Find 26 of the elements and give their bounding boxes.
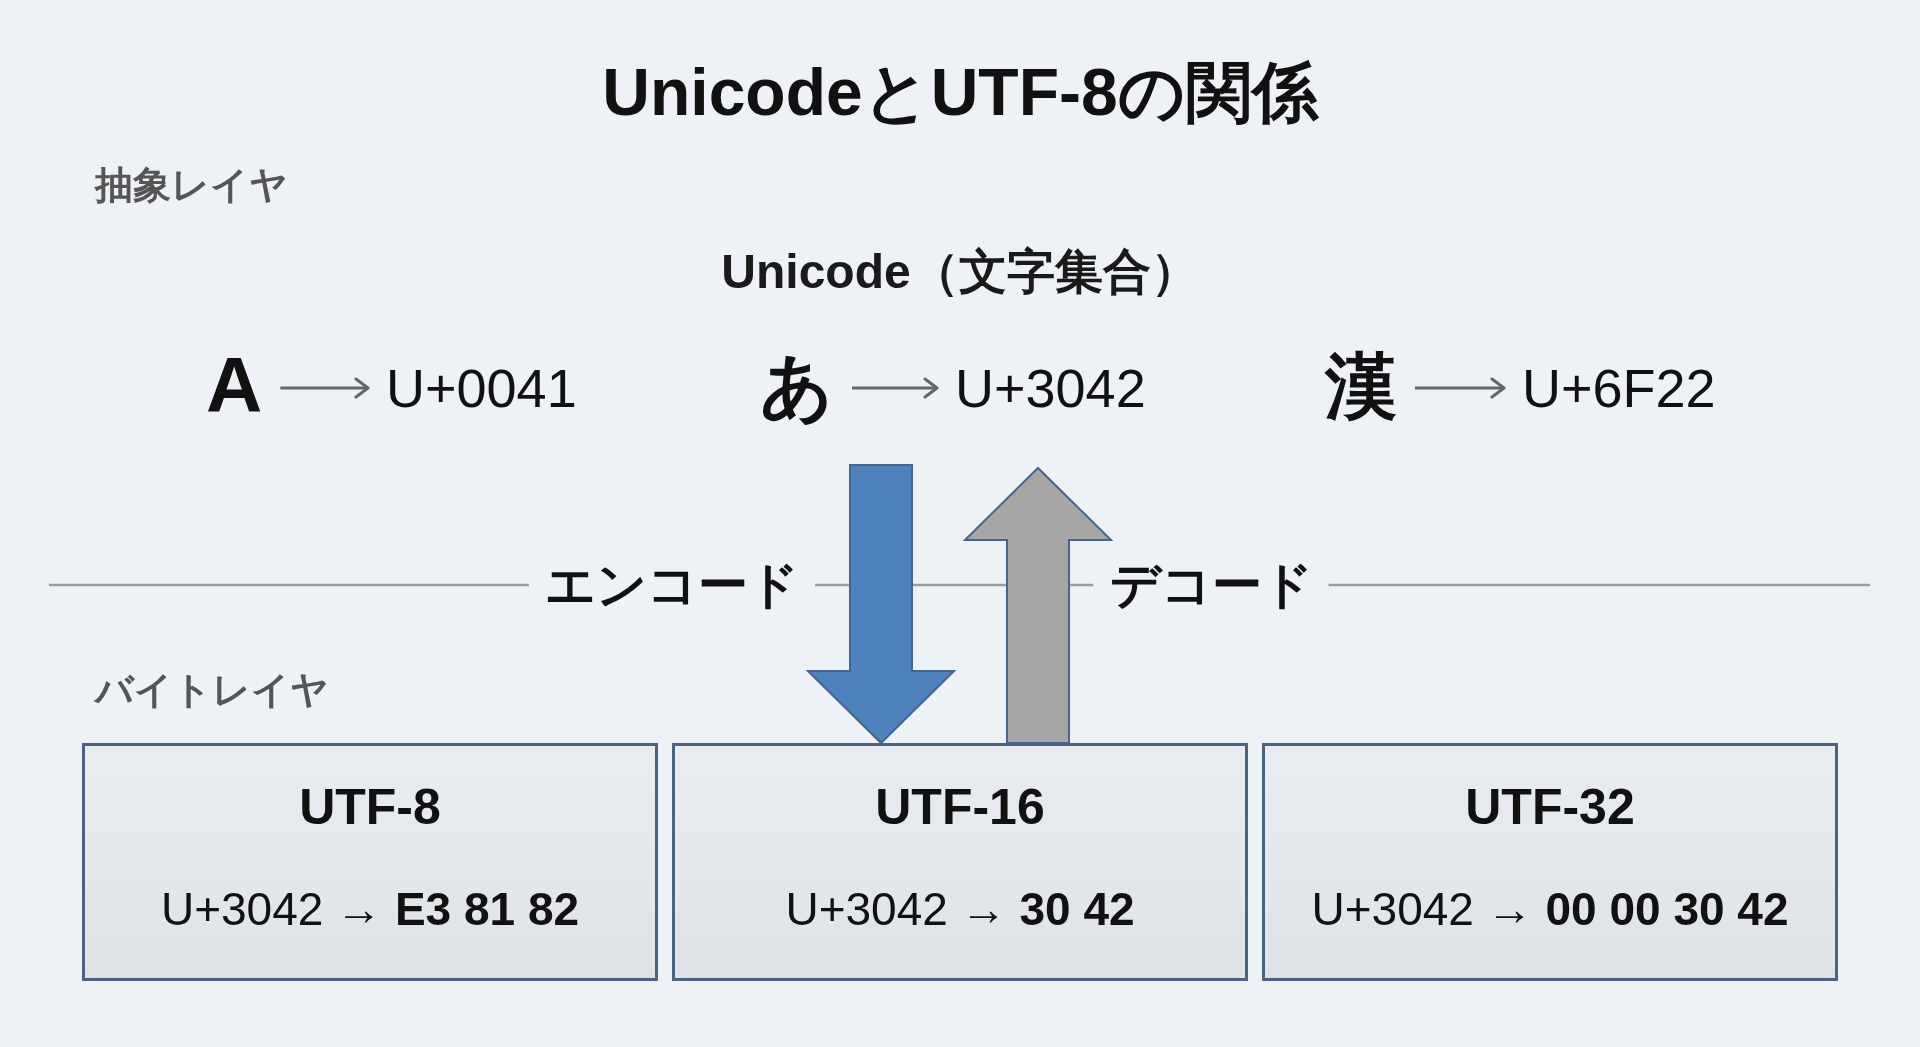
arrow <box>1415 377 1506 399</box>
encoding-name: UTF-8 <box>299 779 441 835</box>
edge-label: デコード <box>1109 557 1313 613</box>
encoding-name: UTF-16 <box>875 779 1045 835</box>
section-heading: Unicode（文字集合） <box>721 245 1199 299</box>
byte-mapping-text: U+3042 → E3 81 82 <box>160 884 580 936</box>
layer-label: バイトレイヤ <box>95 668 329 712</box>
title: UnicodeとUTF-8の関係 <box>602 56 1318 130</box>
encoding-box <box>82 743 658 981</box>
encoding-name: UTF-32 <box>1465 779 1635 835</box>
block-arrow <box>805 464 957 745</box>
arrow <box>852 377 939 399</box>
layer-label: 抽象レイヤ <box>95 163 288 207</box>
code-point-label: U+0041 <box>386 357 577 419</box>
code-point-label: U+3042 <box>955 357 1146 419</box>
character-label: 漢 <box>1325 345 1397 427</box>
byte-mapping-text: U+3042 → 30 42 <box>785 884 1135 936</box>
character-label: あ <box>760 345 834 427</box>
encoding-box <box>672 743 1248 981</box>
code-point-label: U+6F22 <box>1522 357 1716 419</box>
byte-mapping-text: U+3042 → 00 00 30 42 <box>1311 884 1789 936</box>
character-label: A <box>206 342 263 430</box>
arrow <box>280 377 370 399</box>
edge-label: エンコード <box>545 557 799 613</box>
block-arrow <box>962 466 1114 744</box>
encoding-box <box>1262 743 1838 981</box>
